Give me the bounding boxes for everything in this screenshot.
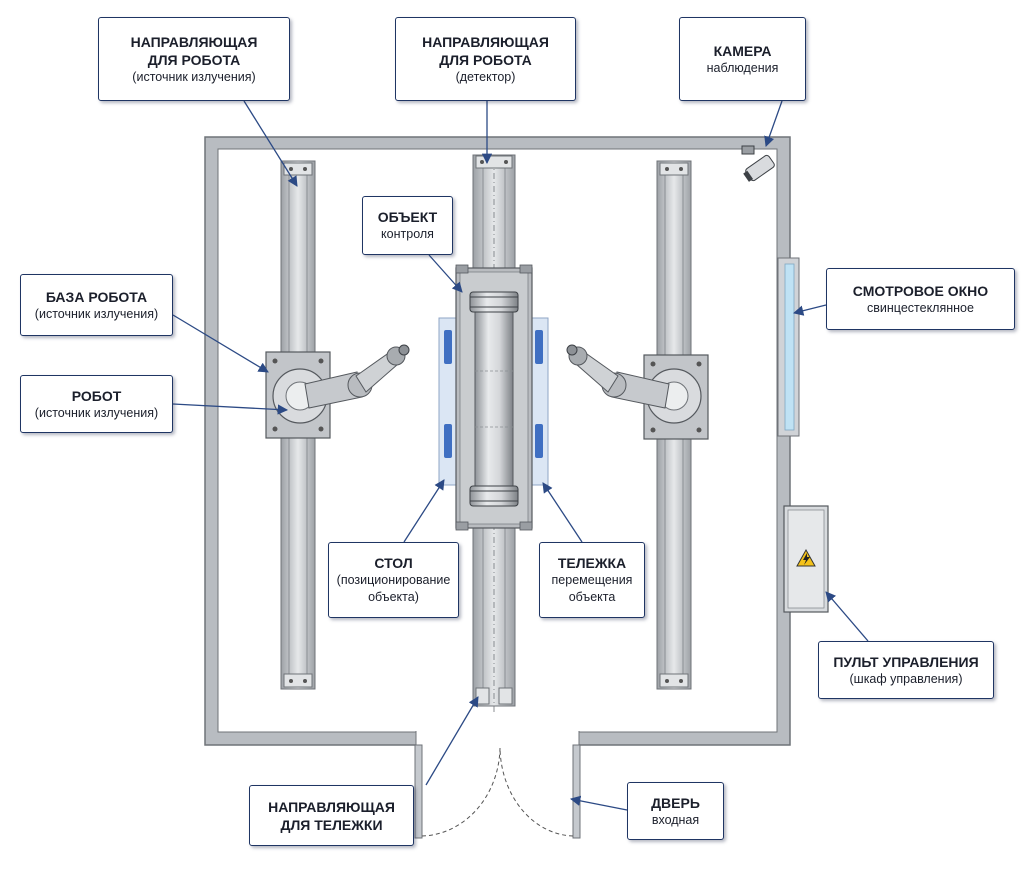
label-door-sub: входная [651,812,700,827]
right-robot-arm [566,344,702,424]
label-rail-robot-source-title: НАПРАВЛЯЮЩАЯ ДЛЯ РОБОТА [130,33,258,68]
leader-lines [172,100,869,811]
label-rail-robot-source-sub: (источник излучения) [132,69,256,84]
label-cart-title: ТЕЛЕЖКА [557,555,627,571]
label-table: СТОЛ (позиционирование объекта) [328,542,459,618]
label-rail-robot-detector-title: НАПРАВЛЯЮЩАЯ ДЛЯ РОБОТА [422,33,549,68]
label-control-panel-title: ПУЛЬТ УПРАВЛЕНИЯ [833,653,979,670]
label-window: СМОТРОВОЕ ОКНО свинцестеклянное [826,268,1015,330]
label-cart-sub: перемещения объекта [551,573,633,604]
label-robot-base-sub: (источник излучения) [34,306,159,321]
label-object-title: ОБЪЕКТ [377,209,438,225]
label-control-panel: ПУЛЬТ УПРАВЛЕНИЯ (шкаф управления) [818,641,994,699]
control-cabinet [783,505,829,613]
label-window-sub: свинцестеклянное [867,300,974,315]
viewing-window [777,257,800,437]
label-robot-sub: (источник излучения) [34,405,159,420]
label-robot-base-title: БАЗА РОБОТА [45,288,148,305]
label-rail-cart-title: НАПРАВЛЯЮЩАЯ ДЛЯ ТЕЛЕЖКИ [268,798,395,833]
label-camera: КАМЕРА наблюдения [679,17,806,101]
label-cart: ТЕЛЕЖКА перемещения объекта [539,542,645,618]
label-table-sub: (позиционирование объекта) [336,573,451,604]
label-door-title: ДВЕРЬ [651,794,700,811]
label-rail-robot-source: НАПРАВЛЯЮЩАЯ ДЛЯ РОБОТА (источник излуче… [98,17,290,101]
inspection-object [469,291,519,507]
camera-icon [741,145,775,182]
label-camera-title: КАМЕРА [713,42,772,59]
label-door: ДВЕРЬ входная [627,782,724,840]
label-window-title: СМОТРОВОЕ ОКНО [852,282,989,299]
high-voltage-warning-icon [796,548,816,567]
label-rail-cart: НАПРАВЛЯЮЩАЯ ДЛЯ ТЕЛЕЖКИ [249,785,414,846]
entrance-door [414,744,581,839]
label-robot-title: РОБОТ [71,387,122,404]
label-camera-sub: наблюдения [706,60,779,75]
label-object-sub: контроля [381,227,434,241]
label-control-panel-sub: (шкаф управления) [849,671,963,686]
label-robot: РОБОТ (источник излучения) [20,375,173,433]
label-object: ОБЪЕКТ контроля [362,196,453,255]
label-rail-robot-detector-sub: (детектор) [455,69,516,84]
label-robot-base: БАЗА РОБОТА (источник излучения) [20,274,173,336]
label-rail-robot-detector: НАПРАВЛЯЮЩАЯ ДЛЯ РОБОТА (детектор) [395,17,576,101]
label-table-title: СТОЛ [374,555,413,571]
